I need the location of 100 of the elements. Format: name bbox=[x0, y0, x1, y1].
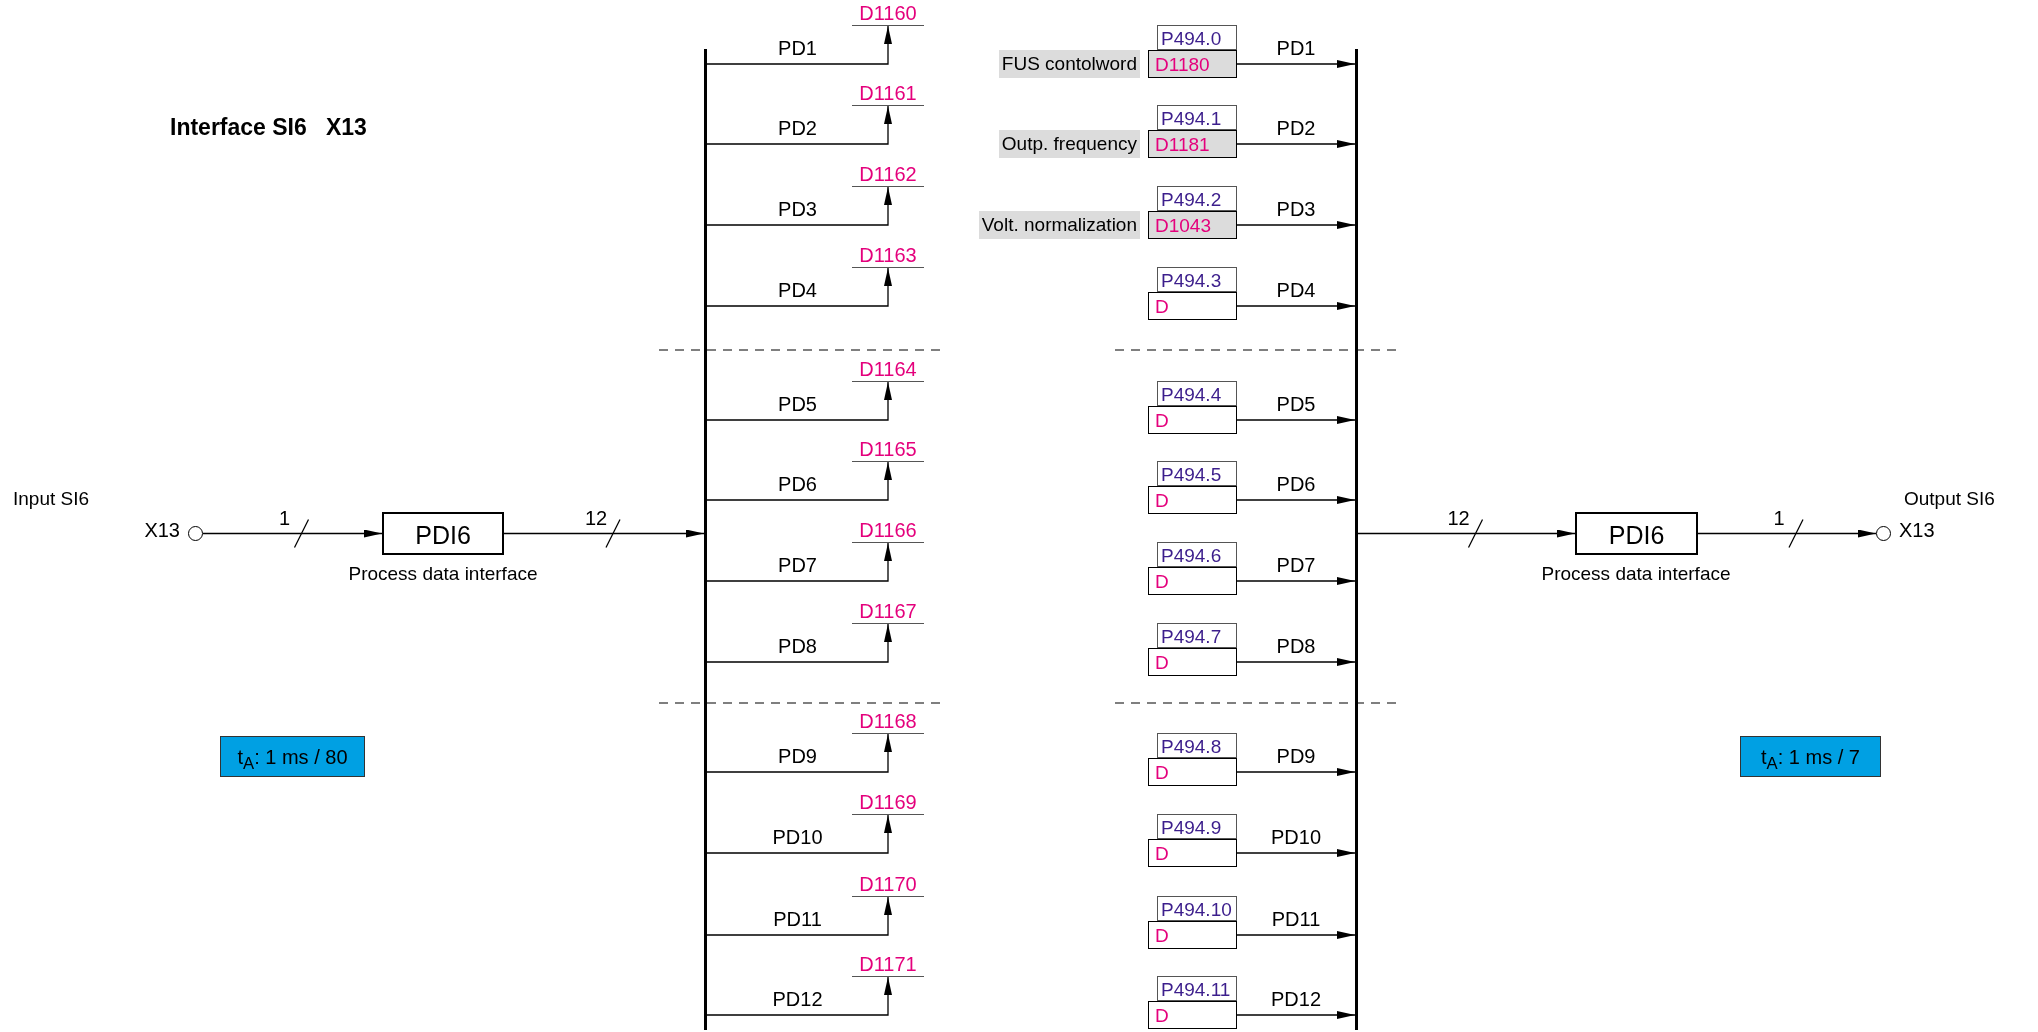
parameter-box: P494.6 bbox=[1157, 542, 1237, 567]
arrow bbox=[1236, 60, 1356, 68]
process-box: PDI6 bbox=[382, 512, 504, 555]
io-label: Output SI6 bbox=[1904, 488, 1995, 510]
edge-label: PD8 bbox=[1275, 635, 1317, 657]
data-box: D bbox=[1148, 486, 1237, 514]
edge-label: PD7 bbox=[1275, 554, 1317, 576]
edge-label: 12 bbox=[1446, 506, 1471, 529]
edge-label: PD9 bbox=[777, 745, 818, 767]
edge-label: PD6 bbox=[1275, 473, 1317, 495]
parameter-label: D1166 bbox=[852, 519, 924, 543]
data-box: D bbox=[1148, 648, 1237, 676]
data-box: D bbox=[1148, 292, 1237, 320]
arrow bbox=[706, 896, 892, 936]
arrow bbox=[1236, 849, 1356, 857]
io-label: Input SI6 bbox=[13, 488, 90, 510]
data-box: D1181 bbox=[1148, 130, 1237, 158]
arrow bbox=[1697, 529, 1877, 538]
arrow bbox=[1236, 140, 1356, 148]
parameter-label: D1161 bbox=[852, 82, 924, 106]
arrow bbox=[1236, 496, 1356, 504]
edge-label: PD1 bbox=[777, 37, 818, 59]
data-box: D1043 bbox=[1148, 211, 1237, 239]
data-box: D1180 bbox=[1148, 50, 1237, 78]
parameter-box: P494.3 bbox=[1157, 267, 1237, 292]
data-box: D bbox=[1148, 921, 1237, 949]
output-terminal bbox=[1876, 526, 1891, 541]
edge-label: PD8 bbox=[777, 635, 818, 657]
parameter-box: P494.1 bbox=[1157, 105, 1237, 130]
description-box: Volt. normalization bbox=[978, 211, 1140, 239]
parameter-box: P494.4 bbox=[1157, 381, 1237, 406]
edge-label: PD6 bbox=[777, 473, 818, 495]
node-caption: X13 bbox=[143, 519, 180, 541]
arrow bbox=[706, 814, 892, 854]
parameter-box: P494.8 bbox=[1157, 733, 1237, 758]
edge-label: PD5 bbox=[777, 393, 818, 415]
sample-time-box: t$_{A}$: 1 ms / 7 bbox=[1740, 736, 1881, 777]
parameter-box: P494.11 bbox=[1157, 976, 1237, 1001]
node-caption: X13 bbox=[1899, 519, 1936, 541]
description-box: Outp. frequency bbox=[998, 130, 1140, 158]
arrow bbox=[706, 733, 892, 773]
parameter-label: D1167 bbox=[852, 600, 924, 624]
bus-bar bbox=[704, 49, 707, 1030]
arrow bbox=[1236, 416, 1356, 424]
sample-time-box: t$_{A}$: 1 ms / 80 bbox=[220, 736, 365, 777]
edge-label: PD3 bbox=[777, 198, 818, 220]
edge-label: 12 bbox=[583, 506, 609, 529]
arrow bbox=[1236, 931, 1356, 939]
data-box: D bbox=[1148, 839, 1237, 867]
arrow bbox=[202, 529, 383, 538]
parameter-box: P494.2 bbox=[1157, 186, 1237, 211]
arrow bbox=[706, 186, 892, 226]
edge-label: PD7 bbox=[777, 554, 818, 576]
parameter-label: D1162 bbox=[852, 163, 924, 187]
arrow bbox=[706, 976, 892, 1016]
data-box: D bbox=[1148, 1001, 1237, 1029]
diagram-title: Interface SI6 X13 bbox=[170, 114, 367, 141]
parameter-label: D1169 bbox=[852, 791, 924, 815]
edge-label: PD9 bbox=[1275, 745, 1317, 767]
arrow bbox=[706, 623, 892, 663]
parameter-box: P494.9 bbox=[1157, 814, 1237, 839]
edge-label: PD11 bbox=[772, 908, 823, 930]
arrow bbox=[1236, 302, 1356, 310]
parameter-box: P494.5 bbox=[1157, 461, 1237, 486]
arrow bbox=[706, 105, 892, 145]
edge-label: PD10 bbox=[771, 826, 824, 848]
data-box: D bbox=[1148, 758, 1237, 786]
edge-label: PD2 bbox=[777, 117, 818, 139]
edge-label: PD3 bbox=[1275, 198, 1317, 220]
arrow bbox=[706, 25, 892, 65]
arrow bbox=[1236, 1011, 1356, 1019]
edge-label: PD11 bbox=[1270, 908, 1322, 930]
parameter-box: P494.10 bbox=[1157, 896, 1237, 921]
data-box: D bbox=[1148, 406, 1237, 434]
parameter-label: D1160 bbox=[852, 2, 924, 26]
arrow bbox=[503, 529, 705, 538]
edge-label: 1 bbox=[277, 506, 292, 529]
arrow bbox=[1236, 768, 1356, 776]
arrow bbox=[1236, 221, 1356, 229]
bus-bar bbox=[1355, 49, 1358, 1030]
input-terminal bbox=[188, 526, 203, 541]
description-box: FUS contolword bbox=[998, 50, 1140, 78]
parameter-box: P494.7 bbox=[1157, 623, 1237, 648]
parameter-label: D1170 bbox=[852, 873, 924, 897]
arrow bbox=[1236, 577, 1356, 585]
arrow bbox=[706, 461, 892, 501]
arrow bbox=[1236, 658, 1356, 666]
edge-label: PD10 bbox=[1270, 826, 1322, 848]
parameter-label: D1171 bbox=[852, 953, 924, 977]
parameter-label: D1165 bbox=[852, 438, 924, 462]
process-box: PDI6 bbox=[1575, 512, 1698, 555]
arrow bbox=[706, 542, 892, 582]
arrow bbox=[706, 381, 892, 421]
node-caption: Process data interface bbox=[347, 563, 539, 585]
edge-label: PD1 bbox=[1275, 37, 1317, 59]
node-caption: Process data interface bbox=[1540, 563, 1732, 585]
arrow bbox=[1357, 529, 1576, 538]
parameter-box: P494.0 bbox=[1157, 25, 1237, 50]
edge-label: PD12 bbox=[771, 988, 824, 1010]
data-box: D bbox=[1148, 567, 1237, 595]
